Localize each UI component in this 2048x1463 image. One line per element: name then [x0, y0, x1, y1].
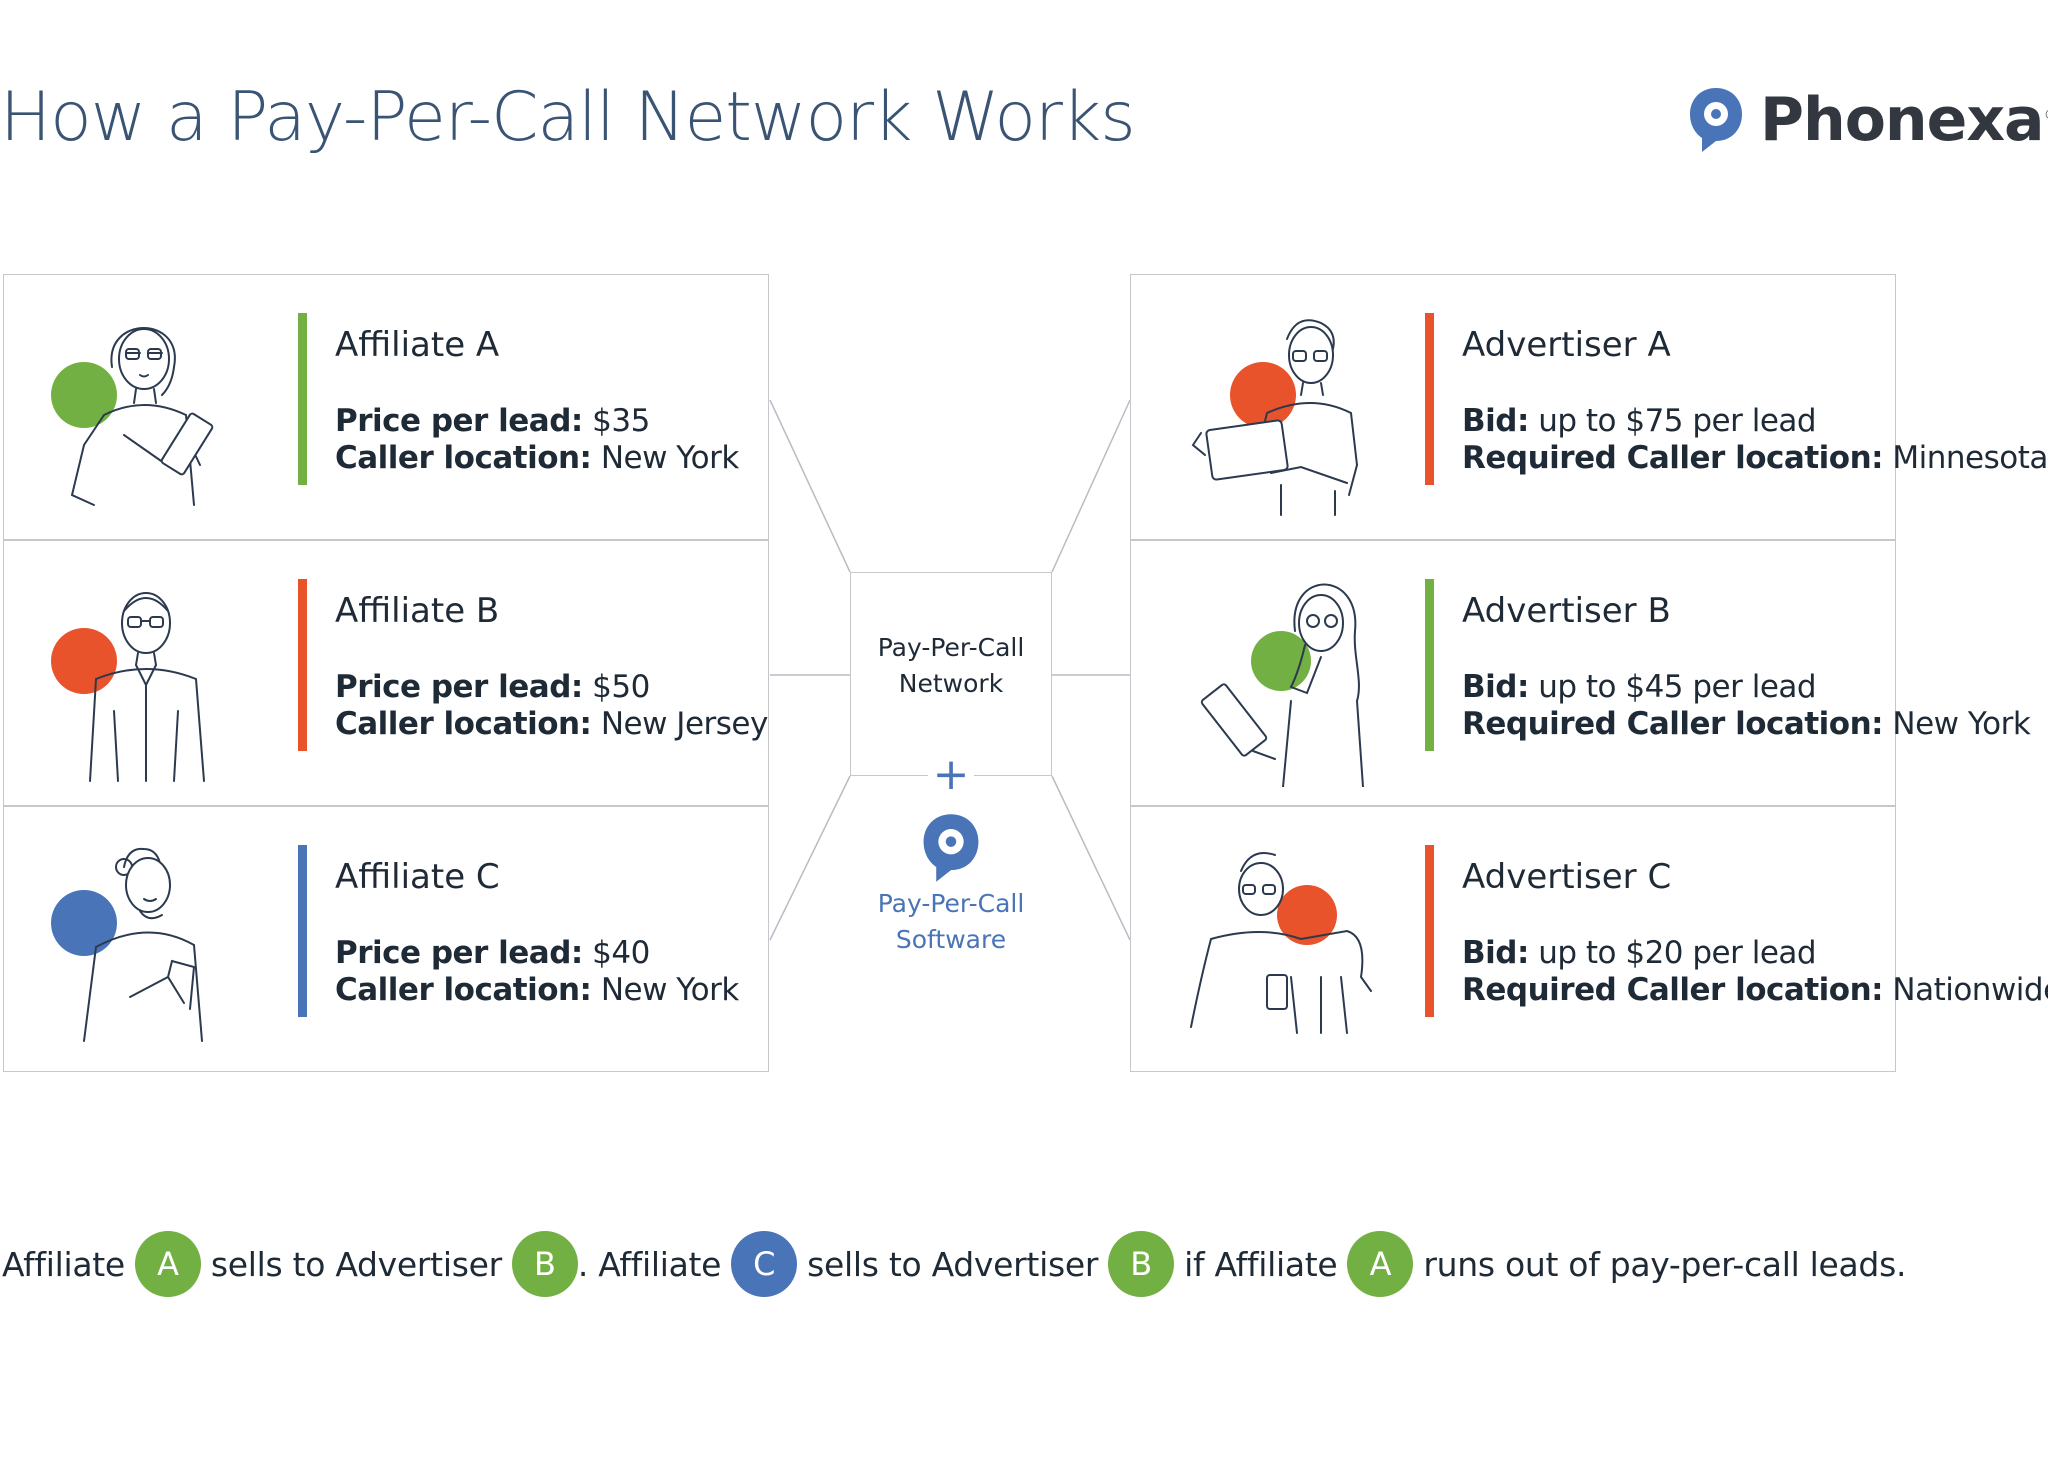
location-line: Required Caller location: Nationwide	[1462, 972, 2048, 1008]
woman-with-phone-icon	[51, 847, 203, 1042]
location-line: Caller location: New York	[335, 972, 739, 1008]
price-line: Price per lead: $50	[335, 669, 650, 705]
location-label: Required Caller location:	[1462, 440, 1884, 476]
advertiser-name: Advertiser C	[1462, 857, 1672, 897]
software-logo-icon	[923, 814, 979, 882]
price-value: $50	[592, 669, 650, 705]
bid-line: Bid: up to $20 per lead	[1462, 935, 1817, 971]
badge-affiliate-c: C	[731, 1231, 798, 1297]
network-label-line2: Network	[898, 669, 1004, 698]
location-label: Required Caller location:	[1462, 972, 1884, 1008]
affiliate-card-b: Affiliate B Price per lead: $50 Caller l…	[3, 540, 769, 806]
accent-bar	[1425, 845, 1434, 1017]
bid-label: Bid:	[1462, 403, 1529, 439]
location-label: Required Caller location:	[1462, 706, 1884, 742]
summary-text: runs out of pay-per-call leads.	[1423, 1244, 1907, 1284]
accent-bar	[298, 313, 307, 485]
advertiser-name: Advertiser A	[1462, 325, 1671, 365]
price-value: $40	[592, 935, 650, 971]
location-value: New York	[600, 972, 739, 1008]
bid-label: Bid:	[1462, 669, 1529, 705]
price-label: Price per lead:	[335, 669, 583, 705]
badge-advertiser-b: B	[1108, 1231, 1175, 1297]
software-label-line1: Pay-Per-Call	[877, 889, 1025, 918]
badge-affiliate-a: A	[134, 1231, 201, 1297]
location-label: Caller location:	[335, 972, 592, 1008]
location-value: Minnesota	[1892, 440, 2048, 476]
network-label-line1: Pay-Per-Call	[877, 633, 1025, 662]
bid-label: Bid:	[1462, 935, 1529, 971]
brand-name: Phonexa	[1760, 85, 2045, 155]
bid-value: up to $45 per lead	[1538, 669, 1817, 705]
badge-advertiser-b: B	[511, 1231, 578, 1297]
location-line: Required Caller location: New York	[1462, 706, 2031, 742]
woman-with-tablet-icon	[51, 327, 214, 506]
summary-text: . Affiliate	[577, 1244, 722, 1284]
location-value: Nationwide	[1892, 972, 2048, 1008]
advertiser-card-c: Advertiser C Bid: up to $20 per lead Req…	[1130, 806, 2048, 1072]
software-label: Pay-Per-Call Software	[850, 886, 1052, 958]
location-line: Caller location: New York	[335, 440, 739, 476]
summary-text: sells to Advertiser	[210, 1244, 502, 1284]
affiliate-name: Affiliate A	[335, 325, 500, 365]
affiliate-name: Affiliate C	[335, 857, 500, 897]
price-label: Price per lead:	[335, 935, 583, 971]
advertiser-card-b: Advertiser B Bid: up to $45 per lead Req…	[1130, 540, 2031, 806]
summary-sentence: Affiliate A sells to Advertiser B . Affi…	[2, 1230, 1916, 1298]
bid-value: up to $75 per lead	[1538, 403, 1817, 439]
bid-value: up to $20 per lead	[1538, 935, 1817, 971]
accent-bar	[1425, 579, 1434, 751]
bid-line: Bid: up to $45 per lead	[1462, 669, 1817, 705]
affiliate-card-c: Affiliate C Price per lead: $40 Caller l…	[3, 806, 769, 1072]
location-value: New York	[600, 440, 739, 476]
summary-text: Affiliate	[2, 1244, 125, 1284]
location-value: New Jersey	[600, 706, 769, 742]
price-value: $35	[592, 403, 650, 439]
accent-bar	[1425, 313, 1434, 485]
brand-registered-mark: ®	[2046, 106, 2048, 122]
location-label: Caller location:	[335, 706, 592, 742]
software-label-line2: Software	[895, 925, 1007, 954]
summary-text: sells to Advertiser	[807, 1244, 1099, 1284]
advertiser-name: Advertiser B	[1462, 591, 1671, 631]
brand-logo: Phonexa ®	[1686, 84, 2048, 156]
man-with-glasses-icon	[51, 592, 205, 782]
affiliate-card-a: Affiliate A Price per lead: $35 Caller l…	[3, 274, 769, 540]
advertiser-card-a: Advertiser A Bid: up to $75 per lead Req…	[1130, 274, 2048, 540]
plus-icon: +	[928, 750, 974, 800]
price-line: Price per lead: $35	[335, 403, 650, 439]
network-label: Pay-Per-Call Network	[850, 630, 1052, 702]
summary-text: if Affiliate	[1184, 1244, 1338, 1284]
phonexa-logo-icon	[1690, 88, 1742, 152]
location-line: Required Caller location: Minnesota	[1462, 440, 2048, 476]
accent-bar	[298, 579, 307, 751]
accent-bar	[298, 845, 307, 1017]
man-with-laptop-icon	[1191, 319, 1359, 516]
woman-thinking-with-tablet-icon	[1200, 583, 1364, 787]
affiliate-name: Affiliate B	[335, 591, 500, 631]
location-line: Caller location: New Jersey	[335, 706, 768, 742]
man-on-couch-with-phone-icon	[1190, 852, 1372, 1034]
page-title: How a Pay-Per-Call Network Works	[0, 78, 1136, 157]
bid-line: Bid: up to $75 per lead	[1462, 403, 1817, 439]
badge-affiliate-a: A	[1347, 1231, 1414, 1297]
location-label: Caller location:	[335, 440, 592, 476]
price-label: Price per lead:	[335, 403, 583, 439]
location-value: New York	[1892, 706, 2031, 742]
price-line: Price per lead: $40	[335, 935, 650, 971]
